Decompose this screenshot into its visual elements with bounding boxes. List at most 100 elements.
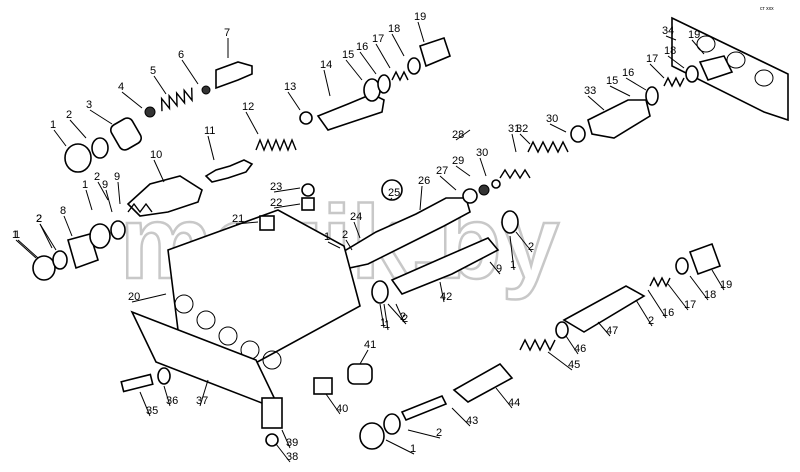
callout-label: 25 <box>388 187 400 199</box>
leader-line <box>439 281 445 303</box>
spring-part-9 <box>127 202 153 214</box>
spool-part-24 <box>335 197 471 271</box>
callout-label: 1 <box>510 259 516 271</box>
leader-line <box>273 187 301 193</box>
washer-part-27 <box>462 188 478 204</box>
callout-label: 17 <box>646 53 658 65</box>
leader-line <box>691 39 705 55</box>
fitting-part-22 <box>301 197 315 211</box>
callout-label: 15 <box>342 49 354 61</box>
spring-part-17 <box>663 76 685 88</box>
callout-label: 1 <box>384 319 390 331</box>
leader-line <box>451 407 471 427</box>
leader-line <box>345 59 363 81</box>
leader-line <box>667 283 689 311</box>
callout-label: 13 <box>284 81 296 93</box>
callout-label: 15 <box>606 75 618 87</box>
leader-line <box>17 239 39 259</box>
callout-label: 7 <box>224 27 230 39</box>
cap-part-8 <box>67 233 99 270</box>
leader-line <box>511 133 517 153</box>
callout-label: 1 <box>324 231 330 243</box>
plate-hole <box>754 69 774 87</box>
body-bore <box>196 310 216 330</box>
leader-line <box>245 111 259 135</box>
piston-part-7 <box>215 61 253 90</box>
spool-part-14 <box>316 93 385 131</box>
ball-part-29 <box>478 184 490 196</box>
washer-part-30 <box>491 179 501 189</box>
ring-part-16 <box>377 74 391 94</box>
callout-label: 36 <box>166 395 178 407</box>
housing-part-47 <box>562 285 646 333</box>
upper-right-spool-assembly <box>299 36 451 131</box>
leader-line <box>379 303 385 329</box>
callout-label: 23 <box>270 181 282 193</box>
ball-part-6 <box>201 85 211 95</box>
leader-line <box>391 33 405 57</box>
fitting-part-21 <box>259 215 275 231</box>
body-bore <box>174 294 194 314</box>
callout-label: 14 <box>320 59 332 71</box>
middle-left-spool-assembly <box>32 138 297 281</box>
leader-line <box>139 391 151 417</box>
spring-part-32 <box>527 140 569 154</box>
circled-part-25 <box>381 179 403 201</box>
leader-line <box>375 43 391 69</box>
leader-line <box>153 159 165 183</box>
o-ring-part-2 <box>52 250 68 270</box>
callout-label: 19 <box>720 279 732 291</box>
leader-line <box>625 77 647 91</box>
callout-label: 2 <box>36 213 42 225</box>
bolt-part-35 <box>120 373 154 393</box>
leader-line <box>549 123 567 133</box>
leader-line <box>455 165 471 177</box>
leader-line <box>89 109 113 125</box>
plug-part-1 <box>89 223 111 249</box>
callout-label: 33 <box>584 85 596 97</box>
leader-line <box>235 221 259 225</box>
callout-label: 2 <box>528 241 534 253</box>
leader-line <box>565 335 579 355</box>
upper-left-spool-assembly <box>64 61 253 173</box>
leader-line <box>489 261 501 275</box>
leader-line <box>15 239 37 259</box>
leader-line <box>635 299 653 327</box>
callout-label: 18 <box>704 289 716 301</box>
callout-label: 22 <box>270 197 282 209</box>
leader-line <box>609 85 631 97</box>
callout-label: 2 <box>400 311 406 323</box>
leader-line <box>395 303 405 323</box>
leader-line <box>323 69 331 97</box>
o-ring-part-2 <box>110 220 126 240</box>
leader-line <box>207 135 215 161</box>
o-ring-part-2 <box>91 137 109 159</box>
o-ring-part-2 <box>383 413 401 435</box>
callout-label: 2 <box>648 315 654 327</box>
spring-part-45 <box>519 338 556 352</box>
plug-part-19 <box>688 242 722 276</box>
spring-part-12 <box>255 138 297 152</box>
callout-label: 35 <box>146 405 158 417</box>
callout-label: 18 <box>388 23 400 35</box>
callout-label: 34 <box>662 25 674 37</box>
spool-part-42 <box>390 237 500 295</box>
leader-line <box>63 215 73 237</box>
leader-line <box>689 275 709 301</box>
leader-line <box>39 223 53 249</box>
leader-line <box>519 133 531 145</box>
callout-label: 19 <box>688 29 700 41</box>
callout-label: 1 <box>380 317 386 329</box>
callout-label: 2 <box>436 427 442 439</box>
callout-label: 16 <box>622 67 634 79</box>
callout-label: 38 <box>286 451 298 463</box>
callout-label: 1 <box>82 179 88 191</box>
callout-label: 1 <box>14 229 20 241</box>
plate-hole <box>726 51 746 69</box>
callout-label: 28 <box>452 129 464 141</box>
plug-part-1 <box>32 255 56 281</box>
washer-part-36 <box>157 367 171 385</box>
callout-label: 44 <box>508 397 520 409</box>
